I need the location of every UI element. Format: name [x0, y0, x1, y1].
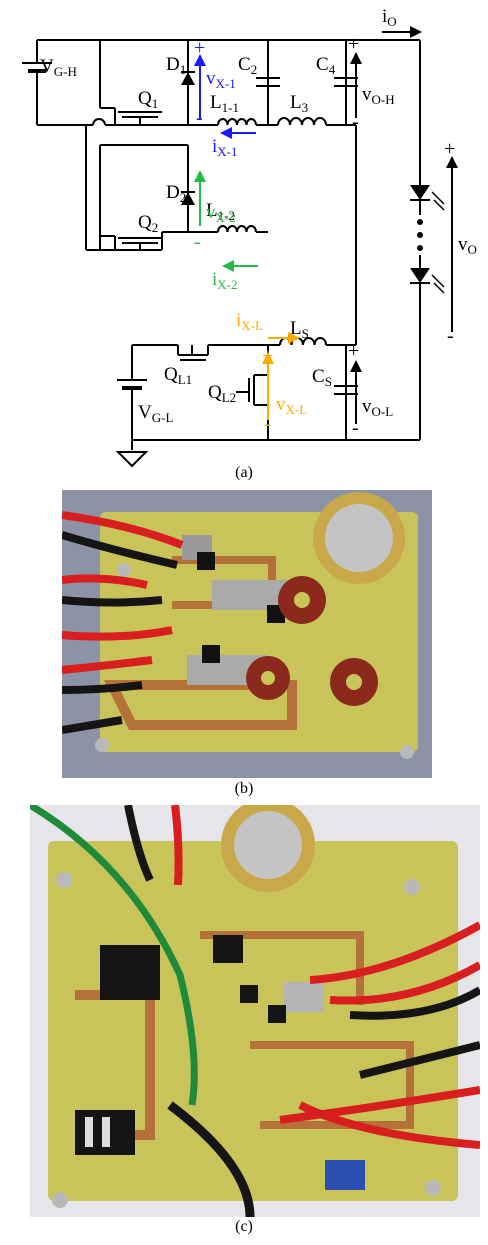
vx1-plus: + [194, 37, 205, 59]
source-vgh [22, 62, 52, 96]
vol-arrow [350, 360, 362, 424]
vxl-minus: - [264, 413, 271, 435]
vo-minus: - [447, 325, 454, 347]
photo-prototype-b [62, 490, 432, 778]
capacitor-c4 [334, 77, 358, 87]
ground-symbol [115, 451, 149, 468]
capacitor-c2 [256, 77, 280, 87]
vx2-plus: + [194, 169, 205, 191]
q2-label: Q2 [138, 212, 158, 235]
inductor-l11 [217, 118, 257, 126]
ql2-label: QL2 [208, 382, 236, 405]
vo-arrow [446, 156, 458, 332]
vol-plus: + [348, 340, 359, 362]
mosfet-ql2 [236, 374, 268, 406]
vo-plus: + [444, 138, 455, 160]
l12-label: L1-2 [206, 200, 235, 223]
vgh-label: VG-H [40, 56, 77, 79]
ix1-label: iX-1 [212, 136, 238, 159]
inductor-l3 [277, 117, 327, 126]
vxl-arrow [262, 352, 274, 420]
led-string [410, 185, 445, 300]
d1-label: D1 [166, 54, 186, 77]
io-label: iO [382, 6, 397, 29]
c2-label: C2 [238, 54, 257, 77]
vx2-label: vX-2 [206, 202, 236, 225]
vol-minus: - [352, 417, 359, 439]
voh-plus: + [348, 33, 359, 55]
caption-a: (a) [235, 464, 253, 481]
ixl-arrow [268, 332, 300, 344]
potentiometer [325, 1160, 365, 1190]
c4-label: C4 [316, 54, 336, 77]
ix1-arrow [220, 127, 256, 139]
caption-c: (c) [235, 1218, 253, 1235]
ixl-label: iX-L [236, 310, 263, 333]
d2-label: D2 [166, 182, 186, 205]
mosfet-q1 [100, 107, 162, 126]
vx1-arrow [194, 54, 206, 120]
inductor-l12 [217, 225, 257, 233]
voh-arrow [350, 52, 362, 118]
vx2-minus: - [194, 231, 201, 253]
vxl-plus: + [262, 345, 273, 367]
diode-d2 [181, 191, 195, 205]
vgl-label: VG-L [138, 402, 173, 425]
transformer [100, 945, 160, 1000]
mosfet-ql1 [177, 345, 209, 361]
l3-label: L3 [290, 92, 308, 115]
circuit-schematic: VG-H VG-L Q1 Q2 D1 D2 [22, 6, 477, 468]
vx1-label: vX-1 [206, 68, 236, 91]
caption-b: (b) [234, 780, 254, 797]
cs-label: CS [312, 366, 332, 389]
vx2-arrow [194, 170, 206, 226]
io-arrow [382, 26, 422, 38]
vo-label: vO [458, 234, 477, 257]
photo-prototype-c [30, 805, 480, 1217]
ix2-arrow [222, 260, 258, 272]
vol-label: vO-L [362, 396, 393, 419]
ix2-label: iX-2 [212, 269, 238, 292]
diode-d1 [181, 71, 195, 85]
q1-label: Q1 [138, 88, 158, 111]
ql1-label: QL1 [164, 364, 192, 387]
l11-label: L1-1 [210, 92, 239, 115]
capacitor-cs [334, 385, 358, 395]
vx1-minus: - [196, 107, 203, 129]
voh-label: vO-H [362, 84, 395, 107]
mosfet-q2 [100, 232, 163, 251]
voh-minus: - [352, 111, 359, 133]
source-vgl [117, 372, 147, 408]
vxl-label: vX-L [276, 394, 307, 417]
ls-label: LS [290, 318, 309, 341]
